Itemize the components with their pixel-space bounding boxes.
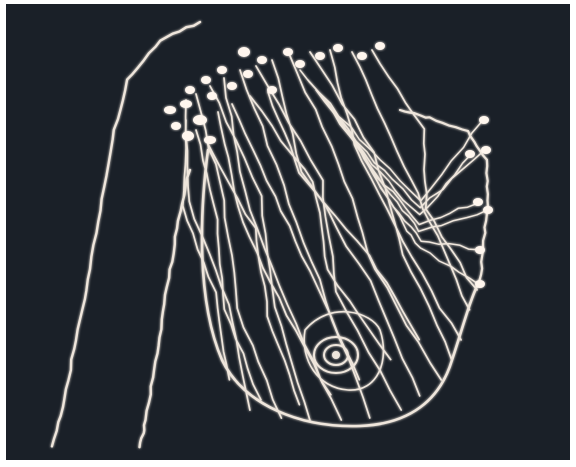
endpoint-dot-18 [375,42,385,50]
endpoint-dot-13 [283,48,293,56]
endpoint-dot-12 [267,86,277,94]
endpoint-dot-16 [333,44,343,52]
endpoint-dot-26 [483,206,493,214]
endpoint-dot-27 [475,246,485,254]
endpoint-dot-8 [201,76,211,84]
endpoint-dot-4 [182,131,194,141]
endpoint-dot-11 [257,56,267,64]
endpoint-dot-1 [164,106,176,114]
endpoint-dot-22 [479,116,489,124]
endpoint-dot-24 [465,150,475,158]
endpoint-dot-15 [315,52,325,60]
endpoint-dot-14 [295,60,305,68]
endpoint-dot-2 [180,100,192,108]
center-ring-3 [333,352,339,358]
endpoint-dot-23 [481,146,491,154]
endpoint-dot-9 [217,66,227,74]
endpoint-dot-17 [357,52,367,60]
endpoint-dot-5 [193,115,207,125]
endpoint-dot-6 [204,136,216,144]
endpoint-dot-10 [238,47,250,57]
endpoint-dot-19 [207,92,217,100]
endpoint-dot-20 [227,82,237,90]
endpoint-dot-7 [185,86,195,94]
endpoint-dot-28 [475,280,485,288]
endpoint-dot-21 [243,70,253,78]
endpoint-dot-25 [473,198,483,206]
endpoint-dot-3 [171,122,181,130]
